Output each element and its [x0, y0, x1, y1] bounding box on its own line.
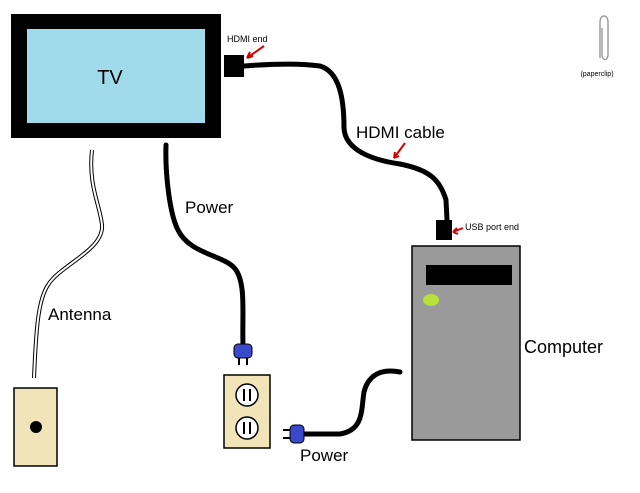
outlet-socket-top	[235, 383, 259, 407]
antenna-label: Antenna	[48, 305, 112, 324]
computer-plug-icon	[283, 424, 305, 444]
hdmi-cable	[241, 61, 450, 223]
tv-plug-icon	[233, 343, 253, 365]
outlet-socket-bottom	[235, 416, 259, 440]
computer-tower	[411, 245, 521, 441]
hdmi-connector-tv	[224, 55, 244, 77]
antenna-wall-plate	[13, 387, 58, 467]
wall-outlet	[223, 374, 271, 449]
paperclip-label: (paperclip)	[580, 71, 613, 78]
hdmi-end-arrow	[246, 45, 265, 59]
tv: TV	[11, 14, 221, 138]
computer-power-label: Power	[300, 446, 349, 465]
paperclip-icon	[599, 15, 609, 61]
computer-power-cord	[301, 368, 403, 437]
hdmi-cable-arrow	[393, 142, 406, 159]
tv-power-label: Power	[185, 198, 234, 217]
hdmi-end-label: HDMI end	[227, 34, 268, 44]
drive-bay	[426, 265, 512, 285]
tv-screen	[27, 29, 205, 123]
antenna-jack	[30, 421, 42, 433]
usb-port-end-label: USB port end	[465, 222, 519, 232]
power-led	[423, 294, 439, 306]
hdmi-cable-label: HDMI cable	[356, 123, 445, 142]
antenna-cable	[32, 149, 104, 379]
usb-connector	[436, 220, 452, 240]
tv-label: TV	[97, 67, 123, 89]
computer-label: Computer	[524, 337, 603, 357]
tv-power-cord	[163, 142, 246, 348]
usb-port-end-arrow	[452, 227, 464, 235]
